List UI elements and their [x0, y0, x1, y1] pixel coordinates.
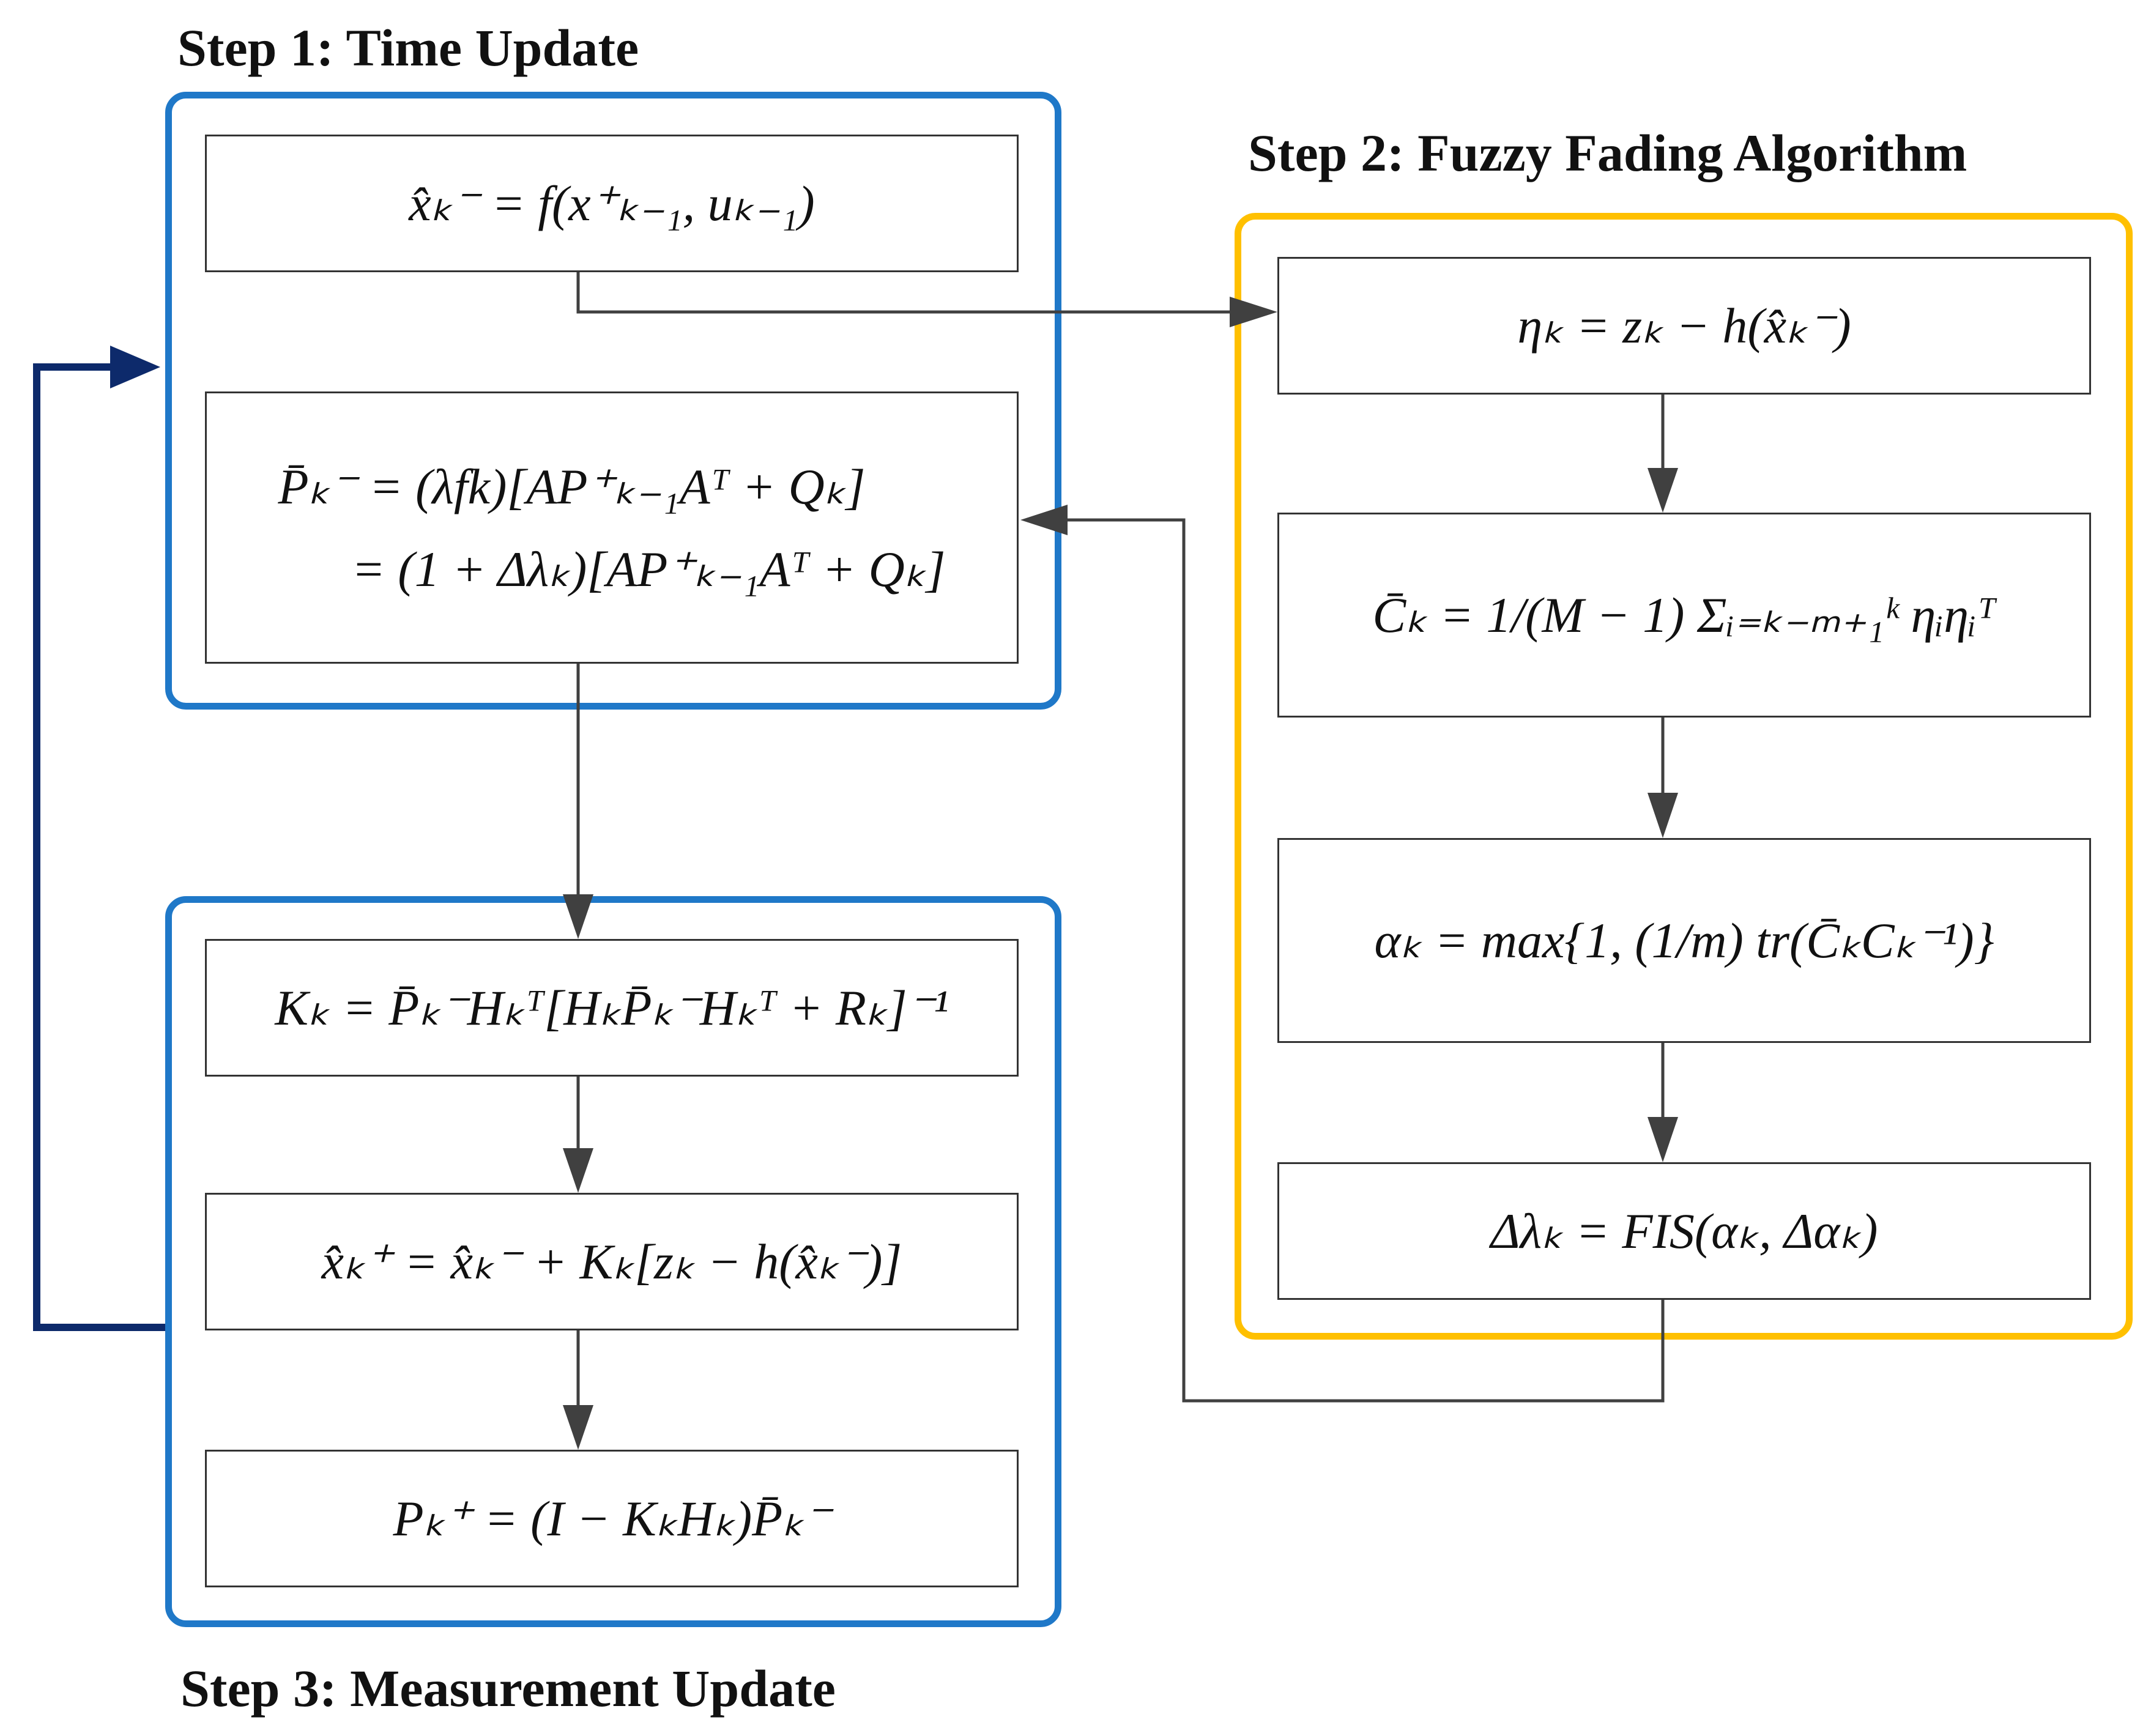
innovation-covariance-equation: C̄ₖ = 1/(M − 1) Σᵢ₌ₖ₋ₘ₊₁ᵏ ηᵢηᵢᵀ [1372, 587, 1996, 643]
covariance-prediction-line2: = (1 + Δλₖ)[AP⁺ₖ₋₁Aᵀ + Qₖ] [351, 541, 946, 597]
arrowhead-fis-to-covariance-prediction [1020, 505, 1068, 535]
covariance-prediction-line1: P̄ₖ⁻ = (λfk)[AP⁺ₖ₋₁Aᵀ + Qₖ] [278, 458, 866, 514]
feedback-loop-arrowhead [110, 346, 160, 388]
arrowhead-covariance-to-alpha [1648, 793, 1678, 838]
step3-title: Step 3: Measurement Update [180, 1659, 836, 1718]
arrowhead-gain-to-state-update [563, 1148, 593, 1193]
fuzzy-fading-group [1235, 213, 2133, 1340]
innovation-covariance-box: C̄ₖ = 1/(M − 1) Σᵢ₌ₖ₋ₘ₊₁ᵏ ηᵢηᵢᵀ [1277, 513, 2091, 718]
fis-box: Δλₖ = FIS(αₖ, Δαₖ) [1277, 1162, 2091, 1300]
arrow-state-to-innovation [576, 272, 1242, 314]
covariance-update-box: Pₖ⁺ = (I − KₖHₖ)P̄ₖ⁻ [205, 1450, 1019, 1587]
time-update-group [165, 92, 1061, 710]
state-update-equation: x̂ₖ⁺ = x̂ₖ⁻ + Kₖ[zₖ − h(x̂ₖ⁻)] [321, 1234, 902, 1289]
feedback-loop-arrow [33, 363, 165, 1331]
innovation-box: ηₖ = zₖ − h(x̂ₖ⁻) [1277, 257, 2091, 395]
kalman-gain-equation: Kₖ = P̄ₖ⁻Hₖᵀ[HₖP̄ₖ⁻Hₖᵀ + Rₖ]⁻¹ [275, 980, 949, 1036]
arrowhead-state-to-innovation [1230, 297, 1277, 327]
state-prediction-box: x̂ₖ⁻ = f(x⁺ₖ₋₁, uₖ₋₁) [205, 135, 1019, 272]
innovation-equation: ηₖ = zₖ − h(x̂ₖ⁻) [1517, 298, 1851, 354]
state-update-box: x̂ₖ⁺ = x̂ₖ⁻ + Kₖ[zₖ − h(x̂ₖ⁻)] [205, 1193, 1019, 1330]
arrowhead-alpha-to-fis [1648, 1117, 1678, 1162]
alpha-equation: αₖ = max{1, (1/m) tr(C̄ₖCₖ⁻¹)} [1374, 913, 1994, 968]
measurement-update-group [165, 896, 1061, 1627]
alpha-box: αₖ = max{1, (1/m) tr(C̄ₖCₖ⁻¹)} [1277, 838, 2091, 1043]
covariance-prediction-box: P̄ₖ⁻ = (λfk)[AP⁺ₖ₋₁Aᵀ + Qₖ] = (1 + Δλₖ)[… [205, 391, 1019, 664]
kalman-gain-box: Kₖ = P̄ₖ⁻Hₖᵀ[HₖP̄ₖ⁻Hₖᵀ + Rₖ]⁻¹ [205, 939, 1019, 1077]
arrowhead-state-update-to-covariance-update [563, 1405, 593, 1450]
arrowhead-innovation-to-covariance [1648, 468, 1678, 513]
state-prediction-equation: x̂ₖ⁻ = f(x⁺ₖ₋₁, uₖ₋₁) [409, 176, 815, 231]
step2-title: Step 2: Fuzzy Fading Algorithm [1248, 124, 1967, 182]
arrowhead-prediction-to-gain [563, 894, 593, 939]
covariance-update-equation: Pₖ⁺ = (I − KₖHₖ)P̄ₖ⁻ [393, 1491, 831, 1546]
fis-equation: Δλₖ = FIS(αₖ, Δαₖ) [1490, 1203, 1878, 1259]
step1-title: Step 1: Time Update [177, 18, 639, 77]
arrow-fis-to-covariance-prediction [1058, 518, 1665, 1403]
